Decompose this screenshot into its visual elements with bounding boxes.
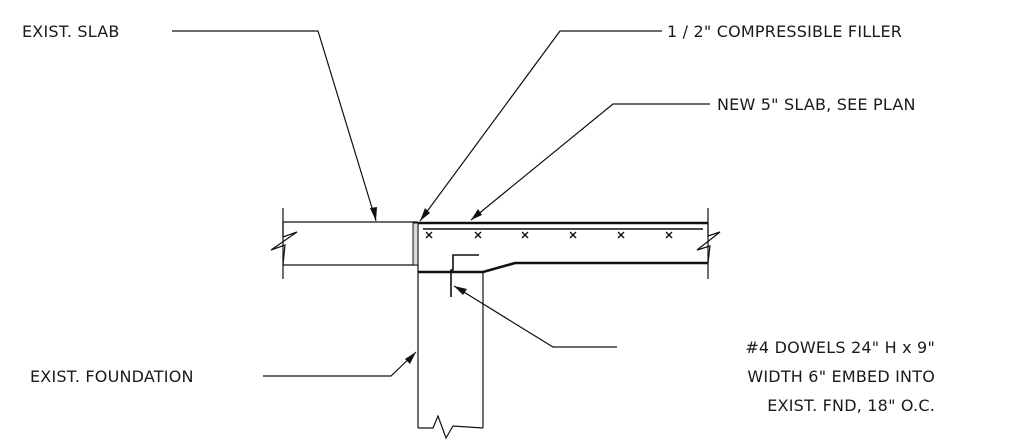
label-compressible-filler: 1 / 2" COMPRESSIBLE FILLER	[667, 22, 902, 41]
dowel-bar	[450, 254, 479, 297]
label-new-slab: NEW 5" SLAB, SEE PLAN	[717, 95, 916, 114]
rebar-cross	[569, 231, 577, 239]
rebar-cross	[474, 231, 482, 239]
rebar-cross	[617, 231, 625, 239]
break-mark-bottom	[418, 414, 484, 440]
label-exist-slab: EXIST. SLAB	[22, 22, 120, 41]
label-dowels-line-1: #4 DOWELS 24" H x 9"	[745, 338, 935, 357]
leaders	[172, 30, 710, 377]
rebar-cross	[425, 231, 433, 239]
rebar-cross	[665, 231, 673, 239]
compressible-filler-strip	[412, 222, 419, 266]
break-mark-right	[696, 223, 721, 264]
rebar-crosses	[425, 231, 673, 239]
existing-foundation	[417, 265, 484, 440]
existing-slab	[270, 208, 419, 279]
rebar-cross	[521, 231, 529, 239]
label-dowels-line-2: WIDTH 6" EMBED INTO	[747, 367, 935, 386]
new-slab	[418, 208, 721, 279]
label-dowels-line-3: EXIST. FND, 18" O.C.	[767, 396, 935, 415]
label-exist-foundation: EXIST. FOUNDATION	[30, 367, 194, 386]
break-mark-left	[270, 222, 298, 266]
